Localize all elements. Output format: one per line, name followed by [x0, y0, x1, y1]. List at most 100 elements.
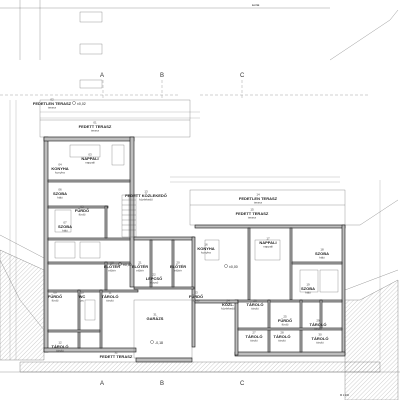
room-name: FÜRDŐ — [278, 318, 292, 323]
room-function: közlekedő — [139, 198, 153, 202]
bottom-ground — [0, 361, 400, 373]
room-number: 07 — [63, 221, 67, 225]
room-number: 20 — [176, 261, 180, 265]
level-mid: ±0,00 — [123, 263, 132, 267]
room-function: előtér — [136, 269, 144, 273]
room-function: nappali — [263, 245, 273, 249]
room-function: nappali — [85, 161, 95, 165]
room-number: 21 — [138, 261, 142, 265]
footer-note: M 1:100 — [340, 394, 350, 397]
room-name: FÜRDŐ — [189, 294, 203, 299]
left-terrace — [39, 99, 191, 138]
room-name: ELŐTÉR — [132, 264, 148, 269]
room-number: 28 — [280, 331, 284, 335]
room-number: 17 — [266, 237, 270, 241]
room-number: 24 — [226, 299, 230, 303]
room-function: terasz — [91, 129, 100, 133]
axis-a-top: A — [100, 73, 104, 79]
room-function: fürdő — [52, 299, 59, 303]
level-mid2: ±0,00 — [229, 265, 238, 269]
site-top: korlát — [0, 0, 399, 96]
room-name: TÁROLÓ — [312, 336, 329, 341]
axis-markers-top: A B C — [100, 73, 245, 100]
room-function: tároló — [278, 339, 286, 343]
room-function: terasz — [48, 106, 57, 110]
room-number: 11 — [108, 291, 111, 295]
room-number: 03 — [88, 153, 92, 157]
room-name: TÁROLÓ — [102, 294, 119, 299]
room-name: FEDETLEN TERASZ — [33, 101, 72, 106]
room-name: FEDETT TERASZ — [236, 211, 269, 216]
level-markers: ±0,02 ±0,00 ±0,00 -0,18 — [72, 101, 238, 345]
room-name: KÖZL. — [222, 302, 234, 307]
room-function: tároló — [251, 307, 259, 311]
room-name: SZOBA — [53, 191, 67, 196]
room-function: háló — [305, 291, 311, 295]
center-block — [133, 236, 196, 363]
room-name: FEDETT TERASZ — [100, 354, 133, 359]
axis-a-bottom: A — [100, 381, 104, 387]
room-name: ELŐTÉR — [170, 264, 186, 269]
room-function: fürdő — [282, 323, 289, 327]
left-building — [43, 136, 139, 353]
room-number: 15 — [250, 208, 254, 212]
axis-c-bottom: C — [240, 381, 245, 387]
room-function: tároló — [106, 299, 114, 303]
room-name: TÁROLÓ — [274, 334, 291, 339]
room-number: 16 — [204, 243, 208, 247]
top-note: korlát — [252, 3, 260, 7]
room-number: 30 — [318, 333, 322, 337]
left-slope — [0, 234, 45, 361]
axis-b-top: B — [160, 73, 164, 79]
right-building — [194, 224, 346, 357]
room-function: terasz — [248, 216, 257, 220]
right-terrace — [189, 189, 346, 226]
room-name: FEDETLEN TERASZ — [239, 196, 278, 201]
room-name: FEDETT KÖZLEKEDŐ — [125, 193, 167, 198]
room-function: közlekedő — [221, 307, 235, 311]
room-function: konyha — [55, 171, 65, 175]
room-name: NAPPALI — [259, 240, 276, 245]
room-function: konyha — [201, 251, 211, 255]
room-name: GARÁZS — [147, 316, 164, 321]
room-number: 04 — [58, 163, 62, 167]
room-function: tároló — [316, 341, 324, 345]
level-low: -0,18 — [155, 341, 163, 345]
room-number: 05 — [80, 205, 84, 209]
room-function: wc — [80, 299, 84, 303]
room-function: tároló — [314, 327, 322, 331]
room-name: SZOBA — [301, 286, 315, 291]
room-number: 02 — [50, 98, 54, 102]
axis-b-bottom: B — [160, 381, 164, 387]
room-name: SZOBA — [58, 224, 72, 229]
room-number: 10 — [80, 291, 84, 295]
room-name: SZOBA — [315, 251, 329, 256]
room-function: fürdő — [79, 213, 86, 217]
room-function: háló — [62, 229, 68, 233]
room-function: háló — [319, 256, 325, 260]
room-name: NAPPALI — [81, 156, 98, 161]
room-number: 27 — [252, 331, 256, 335]
